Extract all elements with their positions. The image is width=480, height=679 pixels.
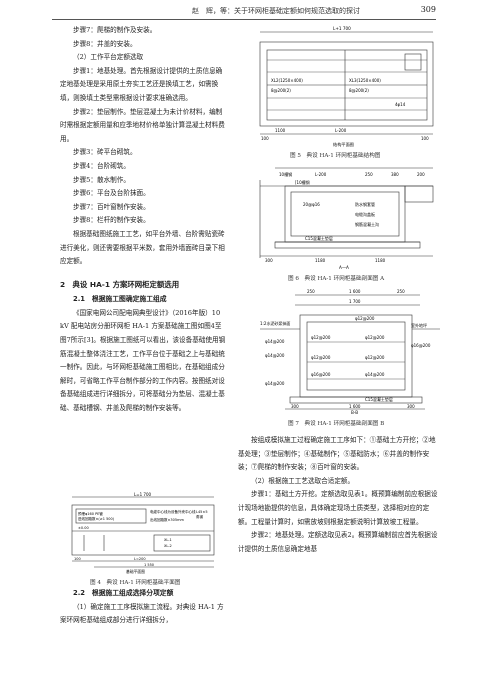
- fig5-d3: 100: [261, 136, 269, 141]
- fig4-xl1: XL-1: [164, 538, 172, 542]
- fig4-angle2: 角钢: [196, 514, 203, 519]
- left-column-tail: 2.2 根据施工组成选择分项定额 （1）确定施工工序模拟施工流程。对典设 HA-1…: [60, 587, 228, 628]
- paragraph: （2）根据施工工艺选取合适定额。: [251, 476, 355, 485]
- fig6-c15: C15混凝土垫层: [305, 235, 333, 241]
- paragraph: （1）确定施工工序模拟施工流程。对典设 HA-1 方案环网柜基础组成部分进行详细…: [60, 602, 224, 625]
- fig4-embed: 预埋φ160 PE管: [78, 511, 103, 516]
- fig6-l4: 200: [417, 172, 425, 177]
- subsection-heading: 2.1 根据施工图确定施工组成: [73, 295, 167, 304]
- figure-7: 250 1 600 250 1 700 1:2水泥砂浆抹面 φ12@200 φ1…: [260, 289, 440, 415]
- fig5-bar1: 8@200(2): [271, 88, 291, 93]
- fig4-elev: ±0.00: [78, 526, 89, 530]
- fig7-r11: φ16@200: [411, 343, 431, 348]
- paragraph: 步骤8：栏杆的制作安装。: [73, 216, 150, 225]
- fig7-ground: 室外地坪: [411, 322, 427, 328]
- fig7-r7: φ12@200: [365, 355, 385, 360]
- fig5-d4: 100: [421, 136, 429, 141]
- fig6-l1: L-200: [315, 172, 327, 177]
- fig5-bar3: 4φ14: [395, 102, 406, 107]
- paragraph: 根据基础图纸施工工艺，如平台外墙、台阶需贴瓷砖进行美化，则还需要根据平米数，套用…: [60, 229, 225, 266]
- figure-6: 10槽钢 L-200 250 380 200 [10槽钢 20@φ16 防水钢套…: [259, 167, 434, 270]
- paragraph: 步骤4：台阶砌筑。: [73, 161, 130, 170]
- fig4-outlet: 出线回路数×305mm: [150, 517, 185, 522]
- fig5-sub: 结构平面图: [333, 141, 354, 148]
- paragraph: 步骤7：爬梯的制作及安装。: [73, 26, 157, 34]
- fig7-r8: φ16@200: [311, 372, 331, 377]
- paragraph: 步骤5：散水制作。: [73, 175, 130, 184]
- paragraph: 步骤2：地基处理。定额选取见表2。概预算编制前应首先根据设计提供的土质信息确定地…: [238, 531, 438, 553]
- fig7-b1: 300: [291, 404, 299, 409]
- fig6-angle: 10槽钢: [279, 171, 292, 177]
- header-rule: [52, 19, 436, 20]
- paragraph: 步骤2：垫层制作。垫层混凝土为未计价材料，编制时需根据定额用量和应季地材价格单独…: [60, 107, 225, 143]
- paragraph: 步骤3：砖平台砌筑。: [73, 148, 137, 157]
- left-column: 步骤7：爬梯的制作及安装。步骤8：井盖的安装。 （2）工作平台定额选取步骤1：地基…: [60, 24, 228, 416]
- paragraph: 步骤1：地基处理。首先根据设计提供的土质信息确定地基处理是采用原土夯实工艺还是换…: [60, 66, 223, 102]
- fig5-d1: 1100: [275, 128, 286, 133]
- fig7-top2: 1 600: [349, 289, 361, 294]
- fig4-angle: L45×5: [196, 510, 208, 514]
- paragraph: （2）工作平台定额选取: [73, 53, 144, 62]
- fig4-inlet: 进线回路数×(≥1 500): [78, 516, 115, 521]
- paragraph: 步骤7：百叶窗制作安装。: [73, 202, 150, 211]
- figure-7-caption: 图 7 典设 HA-1 环网柜基础剖面图 B: [288, 421, 385, 427]
- fig7-r6: φ12@200: [311, 355, 331, 360]
- fig7-top1: 250: [307, 289, 315, 294]
- fig7-b2: 1 600: [349, 404, 361, 409]
- fig6-l2: 250: [365, 172, 373, 177]
- fig7-c15: C15混凝土垫层: [365, 396, 393, 402]
- fig6-mesh: 钢筋混凝土沟: [355, 221, 379, 227]
- fig4-note: 电缆中心线为设备外壳中心线: [150, 509, 196, 514]
- fig7-r5: φ14@200: [265, 353, 285, 358]
- fig4-xl2: XL-2: [164, 544, 172, 548]
- fig6-sub: A—A: [339, 265, 349, 270]
- figure-6-caption: 图 6 典设 HA-1 环网柜基础剖面图 A: [288, 276, 385, 282]
- figure-4: L=1 700 预埋φ160 PE管 进线回路数×(≥1 500) 电缆中心线为…: [71, 492, 215, 574]
- fig5-d2: L-200: [335, 128, 347, 133]
- fig4-sub: 基础平面图: [126, 569, 145, 574]
- fig5-xl2: XL2(1250×400): [271, 78, 303, 83]
- paragraph: 步骤1：基础土方开挖。定额选取见表1。概预算编制前应根据设计现场地勘提供的信息，…: [238, 490, 438, 526]
- fig4-dim-a: 100: [74, 557, 81, 561]
- page-number: 309: [420, 5, 436, 14]
- fig7-r9: φ14@200: [365, 372, 385, 377]
- fig6-e3: 1180: [375, 258, 386, 263]
- fig5-xl3: XL3(1250×400): [349, 78, 381, 83]
- figure-5-caption: 图 5 典设 HA-1 环网柜基础结构图: [290, 153, 381, 159]
- fig6-plate: 防水钢套管: [355, 201, 375, 207]
- fig7-r1: φ12@200: [355, 316, 375, 321]
- fig5-total: L+1 700: [333, 26, 351, 31]
- fig7-r10: φ14@200: [265, 381, 285, 386]
- subsection-heading: 2.2 根据施工组成选择分项定额: [73, 589, 174, 597]
- fig4-dim-c: 1 550: [144, 563, 154, 567]
- right-column: 按组成模拟施工过程确定施工工序如下：①基础土方开挖；②地基处理；③垫层制作；④基…: [238, 434, 438, 556]
- header-title: 赵 辉，等：关于环网柜基础定额如何规范选取的探讨: [192, 7, 360, 15]
- section-heading: 2 典设 HA-1 方案环网柜定额选用: [60, 279, 180, 289]
- fig7-r3: φ12@200: [311, 335, 331, 340]
- paragraph: 步骤6：平台及台阶抹面。: [73, 189, 150, 198]
- fig6-grid: [10槽钢: [295, 179, 310, 185]
- running-header: 赵 辉，等：关于环网柜基础定额如何规范选取的探讨 309: [0, 0, 480, 22]
- fig6-e2: 1180: [315, 258, 326, 263]
- fig7-b3: 300: [407, 404, 415, 409]
- figure-5: L+1 700 XL2(1250×400) XL3(1250×400) 8@20…: [259, 26, 434, 148]
- paragraph: 《国家电网公司配电网典型设计》（2016年版）10 kV 配电站房分册环网柜 H…: [60, 308, 226, 413]
- fig7-top3: 250: [397, 289, 405, 294]
- fig6-l3: 380: [391, 172, 399, 177]
- fig7-slope: 1:2水泥砂浆抹面: [260, 320, 290, 326]
- fig6-cover: 电缆沟盖板: [355, 211, 375, 217]
- fig4-dim-b: L=200: [134, 557, 146, 561]
- fig6-e1: 300: [265, 258, 273, 263]
- fig4-total: L=1 700: [134, 492, 151, 497]
- paragraph: 步骤8：井盖的安装。: [73, 39, 137, 48]
- fig5-bar2: 8@200(2): [349, 88, 369, 93]
- fig7-sub: B-B: [351, 410, 358, 415]
- figure-4-caption: 图 4 典设 HA-1 环网柜基础平面图: [90, 580, 181, 586]
- fig7-r4: φ12@200: [365, 335, 385, 340]
- fig7-r2: φ14@200: [265, 339, 285, 344]
- paragraph: 按组成模拟施工过程确定施工工序如下：①基础土方开挖；②地基处理；③垫层制作；④基…: [238, 436, 436, 472]
- fig6-bars: 20@φ16: [303, 202, 320, 207]
- fig7-w: 1 700: [349, 299, 361, 304]
